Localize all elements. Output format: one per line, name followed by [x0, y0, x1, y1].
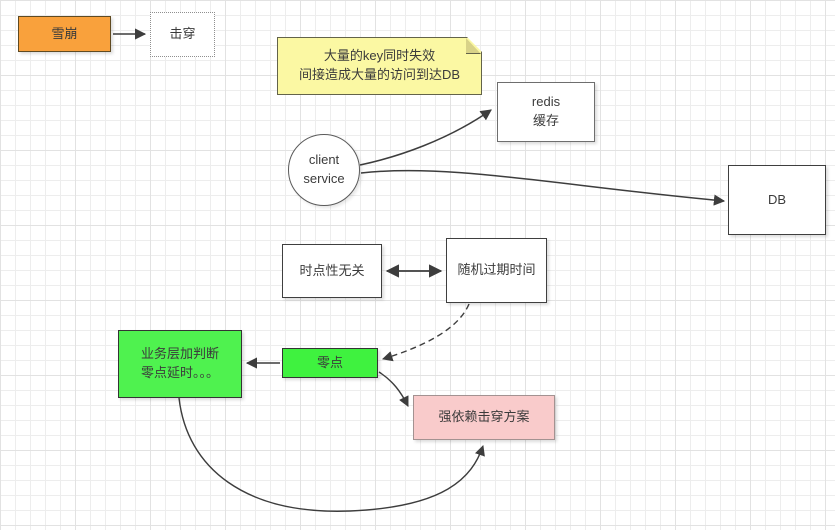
- node-business-layer[interactable]: 业务层加判断 零点延时。。。: [118, 330, 242, 398]
- node-client-service[interactable]: client service: [288, 134, 360, 206]
- edge-business-to-plan[interactable]: [178, 397, 485, 512]
- node-avalanche-label: 雪崩: [51, 25, 78, 41]
- client-service-line2: service: [303, 171, 345, 186]
- edge-client-to-db[interactable]: [360, 169, 726, 206]
- node-avalanche[interactable]: 雪崩: [18, 16, 111, 52]
- node-redis-cache[interactable]: redis 缓存: [497, 82, 595, 142]
- node-random-expire[interactable]: 随机过期时间: [446, 238, 547, 303]
- sticky-note-fold-icon: [466, 38, 481, 54]
- edge-client-to-redis[interactable]: [359, 109, 492, 166]
- node-penetration[interactable]: 击穿: [150, 12, 215, 57]
- business-layer-line2: 零点延时。。。: [140, 365, 219, 380]
- node-random-expire-label: 随机过期时间: [457, 262, 536, 278]
- node-midnight-label: 零点: [316, 354, 343, 370]
- sticky-note-line2: 间接造成大量的访问到达DB: [298, 67, 461, 82]
- node-sticky-note[interactable]: 大量的key同时失效 间接造成大量的访问到达DB: [277, 37, 482, 95]
- edge-random-to-midnight-dashed[interactable]: [381, 303, 470, 362]
- client-service-line1: client: [308, 152, 340, 168]
- node-time-point[interactable]: 时点性无关: [282, 244, 382, 298]
- sticky-note-line1: 大量的key同时失效: [323, 48, 436, 64]
- redis-cache-line2: 缓存: [532, 113, 559, 128]
- node-penetration-plan[interactable]: 强依赖击穿方案: [413, 395, 555, 440]
- redis-cache-line1: redis: [531, 94, 561, 110]
- node-penetration-label: 击穿: [169, 26, 196, 42]
- node-db[interactable]: DB: [728, 165, 826, 235]
- node-penetration-plan-label: 强依赖击穿方案: [438, 409, 530, 425]
- edge-midnight-to-plan[interactable]: [378, 371, 409, 407]
- node-db-label: DB: [767, 191, 787, 207]
- node-midnight[interactable]: 零点: [282, 348, 378, 378]
- node-time-point-label: 时点性无关: [299, 262, 365, 278]
- business-layer-line1: 业务层加判断: [140, 346, 219, 362]
